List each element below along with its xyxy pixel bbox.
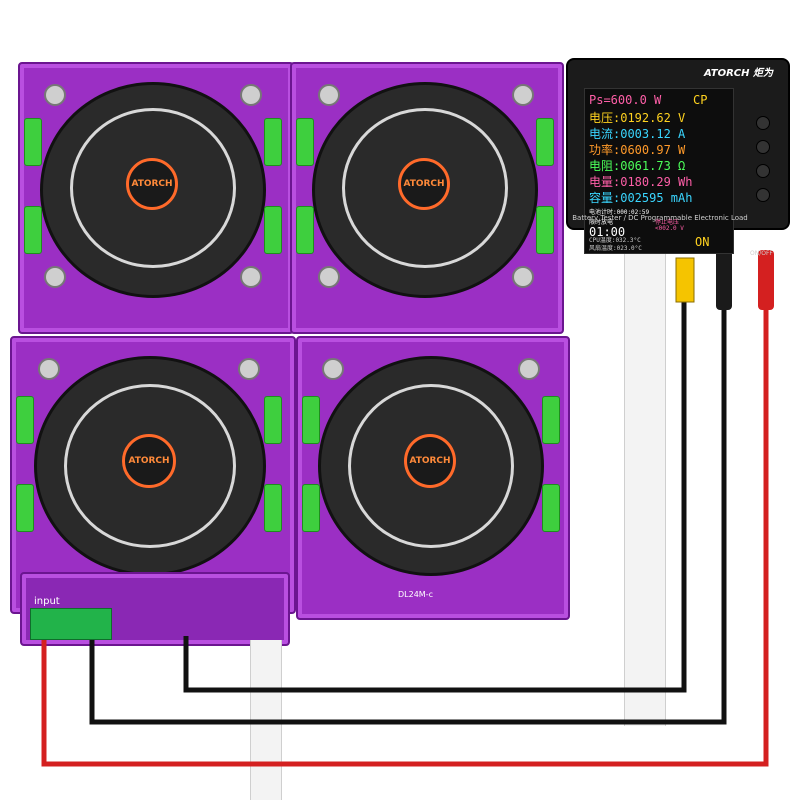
- meter-button-3[interactable]: [756, 164, 770, 178]
- power-readout: 功率:0600.97 W: [589, 143, 686, 157]
- fan-guard-ring: [70, 108, 236, 268]
- capacitor: [536, 118, 554, 166]
- fan-guard-ring: [348, 384, 514, 548]
- fan-guard-ring: [342, 108, 508, 268]
- capacitor: [24, 206, 42, 254]
- screw: [240, 84, 262, 106]
- capacitor: [536, 206, 554, 254]
- screw: [44, 84, 66, 106]
- fan-temp: 风扇温度:023.0°C: [589, 245, 642, 252]
- atorch-meter: ATORCH 炬为 Ps=600.0 W CP 电压:0192.62 V 电流:…: [566, 58, 790, 257]
- black-wire-2: [183, 300, 687, 693]
- stop-voltage-label: 停止电压: [655, 219, 680, 226]
- resistance-readout: 电阻:0061.73 Ω: [589, 159, 686, 173]
- fan-hub-text: ATORCH: [409, 456, 451, 466]
- capacitor: [24, 118, 42, 166]
- capacitor: [16, 396, 34, 444]
- screw: [322, 358, 344, 380]
- meter-button-1[interactable]: [756, 116, 770, 130]
- black-wire: [89, 270, 727, 725]
- capacitor: [264, 206, 282, 254]
- capacitor: [264, 396, 282, 444]
- screw: [44, 266, 66, 288]
- screw: [512, 266, 534, 288]
- capacitor: [302, 484, 320, 532]
- screw: [518, 358, 540, 380]
- mode-readout: CP: [693, 93, 708, 107]
- board-model-label: DL24M-c: [398, 590, 433, 599]
- capacity-readout: 容量:002595 mAh: [589, 191, 693, 205]
- cpu-temp: CPU温度:032.3°C: [589, 237, 641, 244]
- capacitor: [296, 206, 314, 254]
- meter-caption: Battery Tester / DC Programmable Electro…: [572, 214, 748, 222]
- screw: [240, 266, 262, 288]
- current-readout: 电流:0003.12 A: [589, 127, 686, 141]
- limit-label: 限时放电: [589, 219, 614, 226]
- fan-hub: ATORCH: [122, 434, 176, 488]
- meter-screen: Ps=600.0 W CP 电压:0192.62 V 电流:0003.12 A …: [584, 88, 734, 254]
- ribbon-cable-meter: [624, 226, 666, 726]
- red-wire: [41, 270, 769, 767]
- capacitor: [264, 118, 282, 166]
- capacitor: [16, 484, 34, 532]
- fan-hub-text: ATORCH: [131, 179, 173, 189]
- capacitor: [296, 118, 314, 166]
- stop-voltage: <002.0 V: [655, 225, 684, 232]
- timer-readout: 电池计时:000:02:59: [589, 209, 650, 216]
- meter-onoff-button[interactable]: [756, 188, 770, 202]
- capacitor: [264, 484, 282, 532]
- screw: [38, 358, 60, 380]
- meter-brand: ATORCH 炬为: [704, 68, 773, 79]
- limit-time: 01:00: [589, 225, 626, 239]
- capacitor: [542, 396, 560, 444]
- input-terminal-block: [30, 608, 112, 640]
- fan-hub: ATORCH: [126, 158, 178, 210]
- screw: [318, 84, 340, 106]
- black-alligator-clip: [716, 250, 732, 310]
- screw: [512, 84, 534, 106]
- meter-button-2[interactable]: [756, 140, 770, 154]
- fan-hub: ATORCH: [398, 158, 450, 210]
- screw: [318, 266, 340, 288]
- fan-hub: ATORCH: [404, 434, 456, 488]
- capacitor: [542, 484, 560, 532]
- voltage-readout: 电压:0192.62 V: [589, 111, 686, 125]
- red-alligator-clip: [758, 250, 774, 310]
- onoff-label: ON/OFF: [750, 250, 773, 257]
- fan-hub-text: ATORCH: [128, 456, 170, 466]
- fan-hub-text: ATORCH: [403, 179, 445, 189]
- capacitor: [302, 396, 320, 444]
- input-label: input: [34, 596, 60, 607]
- xt60-connector: [675, 257, 695, 303]
- power-set-readout: Ps=600.0 W: [589, 93, 662, 107]
- state-readout: ON: [695, 235, 710, 249]
- fan-guard-ring: [64, 384, 236, 548]
- energy-readout: 电量:0180.29 Wh: [589, 175, 693, 189]
- screw: [238, 358, 260, 380]
